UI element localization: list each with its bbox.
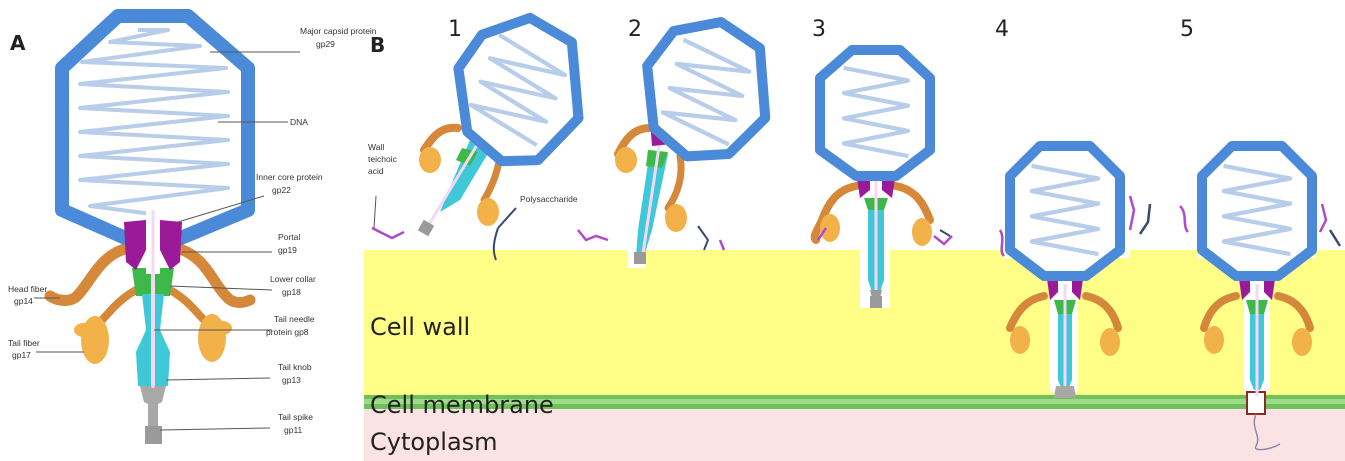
label-polysaccharide: Polysaccharide — [520, 194, 578, 204]
polysaccharide-leader — [498, 208, 516, 228]
step-number-5: 5 — [1180, 17, 1194, 42]
head-fiber-left — [50, 248, 128, 300]
phage-anatomy — [50, 16, 250, 444]
step-number-4: 4 — [995, 17, 1009, 42]
step-number-1: 1 — [448, 17, 462, 42]
tail-spike-tip — [145, 426, 162, 444]
head-fiber-right — [176, 248, 250, 303]
portal-left — [124, 220, 146, 270]
step-number-3: 3 — [812, 17, 826, 42]
tail-fiber-right — [170, 290, 206, 322]
panel-b-letter: B — [370, 33, 385, 57]
tail-spike — [140, 386, 166, 426]
teichoic-acid-1 — [372, 228, 404, 238]
cell-wall-label: Cell wall — [370, 313, 470, 341]
phage-step-2 — [615, 18, 771, 264]
label-dna: DNA — [290, 117, 308, 127]
cell-layers — [364, 250, 1345, 461]
teichoic-acid-2 — [578, 230, 608, 240]
step-number-2: 2 — [628, 17, 642, 42]
cell-membrane-label: Cell membrane — [370, 391, 554, 419]
tail-fiber-left — [100, 290, 136, 322]
portal-right — [160, 220, 182, 270]
cytoplasm-label: Cytoplasm — [370, 428, 498, 456]
panel-a-letter: A — [10, 31, 26, 55]
cell-wall-layer — [364, 250, 1345, 398]
